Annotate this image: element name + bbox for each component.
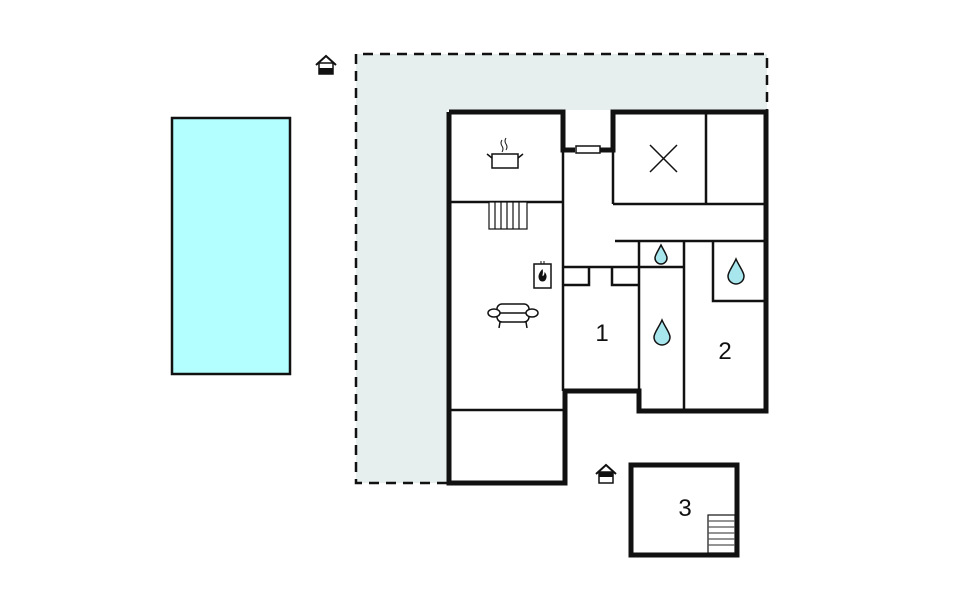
cross-mark-icon	[649, 144, 678, 173]
room-label-3: 3	[678, 495, 692, 522]
room-label-2: 2	[718, 338, 732, 365]
room-label-1: 1	[595, 320, 609, 347]
kitchen-pot-icon	[486, 137, 524, 169]
pool	[170, 116, 292, 376]
water-drop-icon	[727, 257, 745, 285]
sofa-icon	[487, 303, 539, 329]
water-drop-icon	[654, 243, 668, 265]
entrance-icon	[595, 463, 617, 484]
terrace	[354, 52, 769, 485]
annex	[628, 462, 740, 558]
stairs-icon	[707, 514, 736, 554]
window	[575, 145, 601, 154]
stairs-icon	[488, 201, 528, 230]
entrance-icon	[315, 54, 337, 75]
main-house	[446, 109, 769, 486]
stove-fireplace-icon	[533, 261, 552, 289]
water-drop-icon	[653, 318, 671, 346]
